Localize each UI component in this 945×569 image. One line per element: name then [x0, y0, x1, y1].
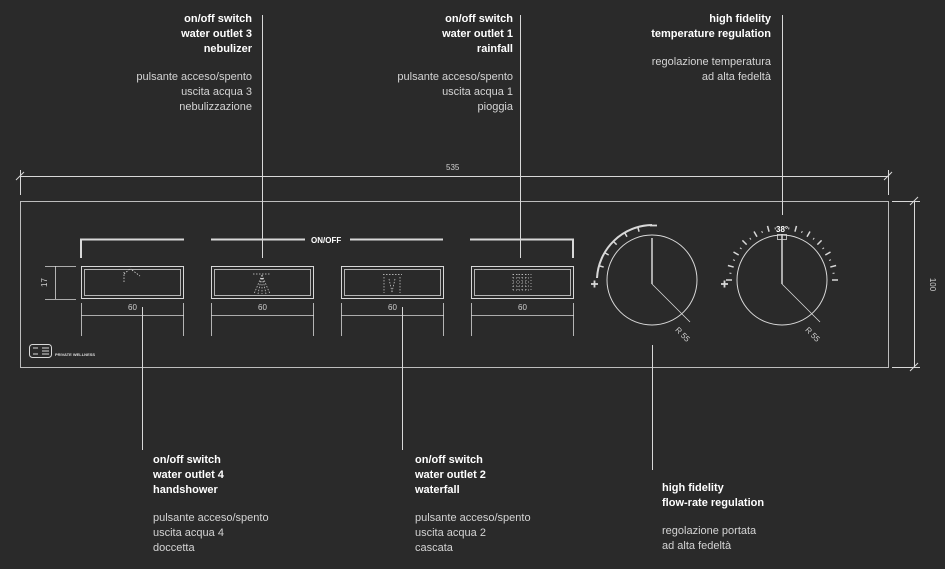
- dial-tick: [753, 231, 758, 238]
- callout-title: on/off switch: [445, 13, 513, 25]
- dial-tick: [727, 264, 734, 268]
- switch-width-label: 60: [388, 303, 397, 312]
- callout-desc: pulsante acceso/spento: [415, 512, 531, 524]
- dial-tick: [812, 237, 815, 240]
- callout-title: on/off switch: [184, 13, 252, 25]
- width-dimension-label: 535: [446, 163, 460, 172]
- callout-title: on/off switch: [415, 454, 483, 466]
- dial-tick: [603, 251, 610, 256]
- switch-width-label: 60: [128, 303, 137, 312]
- callout-desc: doccetta: [153, 542, 195, 554]
- rainfall-icon: [512, 274, 532, 292]
- logo-tagline: PRIVATE WELLNESS: [55, 352, 96, 357]
- dial-tick: [828, 259, 832, 261]
- callout-desc: nebulizzazione: [179, 101, 252, 113]
- dial-tick: [830, 264, 837, 268]
- height-dimension: [892, 196, 920, 372]
- callout-waterfall: on/off switch water outlet 2 waterfall pul…: [415, 453, 531, 556]
- callout-desc: ad alta fedeltà: [662, 540, 732, 552]
- callout-title: water outlet 4: [153, 469, 224, 481]
- callout-desc: pulsante acceso/spento: [397, 71, 513, 83]
- callout-title: on/off switch: [153, 454, 221, 466]
- plus-minus-marks: [591, 224, 728, 288]
- panel-outline: [20, 201, 889, 368]
- callout-flow-rate: high fidelity flow-rate regulation regola…: [662, 481, 764, 554]
- switch-handshower[interactable]: [81, 266, 184, 299]
- dial-tick: [824, 251, 831, 256]
- switch-width-label: 60: [258, 303, 267, 312]
- callout-title: nebulizer: [203, 43, 252, 55]
- flow-rate-knob[interactable]: [596, 224, 698, 326]
- callout-rainfall: on/off switch water outlet 1 rainfall puls…: [397, 12, 513, 115]
- callout-title: water outlet 2: [415, 469, 486, 481]
- height-dimension-label: 100: [928, 277, 938, 292]
- switch-width-dimensions: [45, 266, 574, 336]
- dial-tick: [732, 259, 736, 261]
- temperature-knob[interactable]: [726, 225, 838, 326]
- callout-desc: pioggia: [477, 101, 513, 113]
- dial-tick: [623, 231, 628, 238]
- plus-icon: [721, 280, 728, 288]
- callout-nebulizer: on/off switch water outlet 3 nebulizer pul…: [136, 12, 252, 115]
- dial-tick: [794, 225, 798, 232]
- switch-height-label: 17: [39, 278, 49, 287]
- callout-title: rainfall: [476, 43, 513, 55]
- dial-tick: [822, 247, 825, 250]
- callout-title: water outlet 3: [181, 28, 252, 40]
- dial-tick: [816, 239, 823, 246]
- dial-tick: [749, 237, 752, 240]
- callout-title: flow-rate regulation: [662, 497, 765, 509]
- switch-waterfall[interactable]: [341, 266, 444, 299]
- dial-tick: [761, 230, 763, 234]
- dial-tick: [598, 265, 604, 268]
- gessi-logo: [29, 344, 52, 358]
- leader-lines: [142, 15, 783, 470]
- callout-title: high fidelity: [662, 482, 724, 494]
- onoff-bracket: [80, 238, 574, 258]
- callout-desc: pulsante acceso/spento: [136, 71, 252, 83]
- dial-tick: [741, 239, 748, 246]
- callout-desc: ad alta fedeltà: [701, 71, 771, 83]
- callout-title: temperature regulation: [651, 28, 771, 40]
- handshower-icon: [123, 267, 141, 282]
- callout-title: high fidelity: [709, 13, 771, 25]
- dial-tick: [733, 251, 740, 256]
- callout-title: water outlet 1: [442, 28, 513, 40]
- dial-tick: [612, 240, 618, 246]
- callout-handshower: on/off switch water outlet 4 handshower pu…: [153, 453, 269, 556]
- callout-desc: uscita acqua 1: [442, 86, 513, 98]
- switch-rainfall[interactable]: [471, 266, 574, 299]
- switch-width-label: 60: [518, 303, 527, 312]
- callout-desc: regolazione portata: [662, 525, 757, 537]
- callout-temperature: high fidelity temperature regulation rego…: [651, 12, 771, 85]
- callout-desc: regolazione temperatura: [651, 56, 771, 68]
- onoff-label: ON/OFF: [311, 236, 342, 245]
- width-dimension: [15, 170, 893, 195]
- plus-icon: [591, 280, 598, 288]
- temperature-readout: 38°: [776, 225, 789, 234]
- callout-desc: uscita acqua 4: [153, 527, 224, 539]
- callout-title: waterfall: [415, 484, 460, 496]
- nebulizer-icon: [253, 273, 271, 295]
- switch-nebulizer[interactable]: [211, 266, 314, 299]
- callout-desc: cascata: [415, 542, 453, 554]
- callout-desc: uscita acqua 2: [415, 527, 486, 539]
- dial-tick: [801, 230, 803, 234]
- dial-tick: [739, 247, 742, 250]
- dial-tick: [806, 231, 811, 238]
- callout-desc: pulsante acceso/spento: [153, 512, 269, 524]
- dial-tick: [637, 226, 640, 232]
- waterfall-icon: [383, 274, 402, 293]
- callout-title: handshower: [153, 484, 218, 496]
- dial-tick: [766, 225, 770, 232]
- callout-desc: uscita acqua 3: [181, 86, 252, 98]
